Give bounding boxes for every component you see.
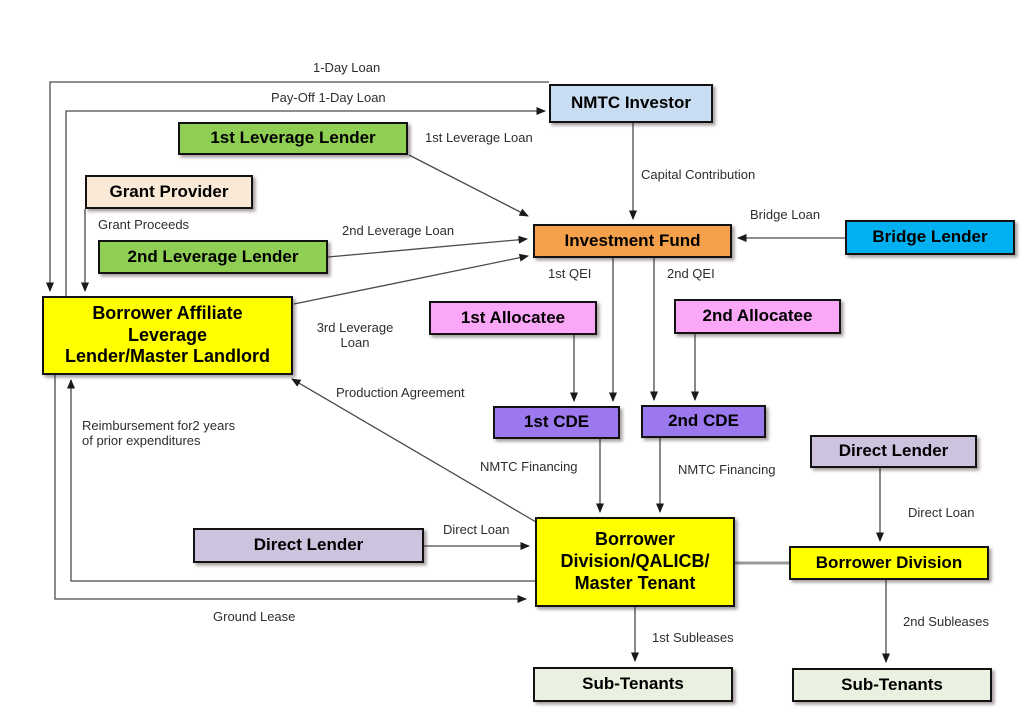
node-direct-lender-right: Direct Lender bbox=[810, 435, 977, 468]
label-third-leverage-loan: 3rd Leverage Loan bbox=[316, 320, 394, 351]
node-borrower-division-qalicb: Borrower Division/QALICB/ Master Tenant bbox=[535, 517, 735, 607]
node-grant-provider: Grant Provider bbox=[85, 175, 253, 209]
node-direct-lender-left: Direct Lender bbox=[193, 528, 424, 563]
label-nmtc-financing-second: NMTC Financing bbox=[678, 462, 776, 477]
edge-ground-lease bbox=[54, 375, 527, 603]
label-one-day-loan: 1-Day Loan bbox=[313, 60, 381, 75]
node-first-leverage-lender: 1st Leverage Lender bbox=[178, 122, 408, 155]
label-first-subleases: 1st Subleases bbox=[652, 630, 734, 645]
label-second-leverage-loan: 2nd Leverage Loan bbox=[342, 223, 455, 238]
node-sub-tenants-left: Sub-Tenants bbox=[533, 667, 733, 702]
edge-one-day-loan bbox=[46, 81, 549, 292]
node-second-allocatee: 2nd Allocatee bbox=[674, 299, 841, 334]
node-second-cde: 2nd CDE bbox=[641, 405, 766, 438]
label-direct-loan-right: Direct Loan bbox=[908, 505, 975, 520]
edge-third-leverage-loan bbox=[293, 253, 529, 305]
label-grant-proceeds: Grant Proceeds bbox=[98, 217, 190, 232]
node-second-leverage-lender: 2nd Leverage Lender bbox=[98, 240, 328, 274]
node-investment-fund: Investment Fund bbox=[533, 224, 732, 258]
edge-first-leverage-loan bbox=[408, 154, 529, 217]
label-nmtc-financing-first: NMTC Financing bbox=[480, 459, 578, 474]
label-capital-contribution: Capital Contribution bbox=[641, 167, 756, 182]
label-direct-loan-left: Direct Loan bbox=[443, 522, 510, 537]
label-first-qei: 1st QEI bbox=[548, 266, 592, 281]
label-ground-lease: Ground Lease bbox=[213, 609, 296, 624]
label-production-agreement: Production Agreement bbox=[336, 385, 465, 400]
label-pay-off-one-day-loan: Pay-Off 1-Day Loan bbox=[271, 90, 386, 105]
label-second-qei: 2nd QEI bbox=[667, 266, 715, 281]
label-second-subleases: 2nd Subleases bbox=[903, 614, 990, 629]
label-reimbursement: Reimbursement for2 years of prior expend… bbox=[82, 418, 236, 449]
label-bridge-loan: Bridge Loan bbox=[750, 207, 821, 222]
node-bridge-lender: Bridge Lender bbox=[845, 220, 1015, 255]
edge-second-leverage-loan bbox=[327, 235, 528, 258]
node-nmtc-investor: NMTC Investor bbox=[549, 84, 713, 123]
edge-production-agreement bbox=[291, 378, 537, 523]
node-borrower-division-right: Borrower Division bbox=[789, 546, 989, 580]
node-first-cde: 1st CDE bbox=[493, 406, 620, 439]
node-sub-tenants-right: Sub-Tenants bbox=[792, 668, 992, 702]
label-first-leverage-loan: 1st Leverage Loan bbox=[425, 130, 533, 145]
edge-pay-off-one-day-loan bbox=[65, 107, 546, 296]
edge-reimbursement bbox=[67, 379, 535, 582]
node-borrower-affiliate: Borrower Affiliate Leverage Lender/Maste… bbox=[42, 296, 293, 375]
node-first-allocatee: 1st Allocatee bbox=[429, 301, 597, 335]
